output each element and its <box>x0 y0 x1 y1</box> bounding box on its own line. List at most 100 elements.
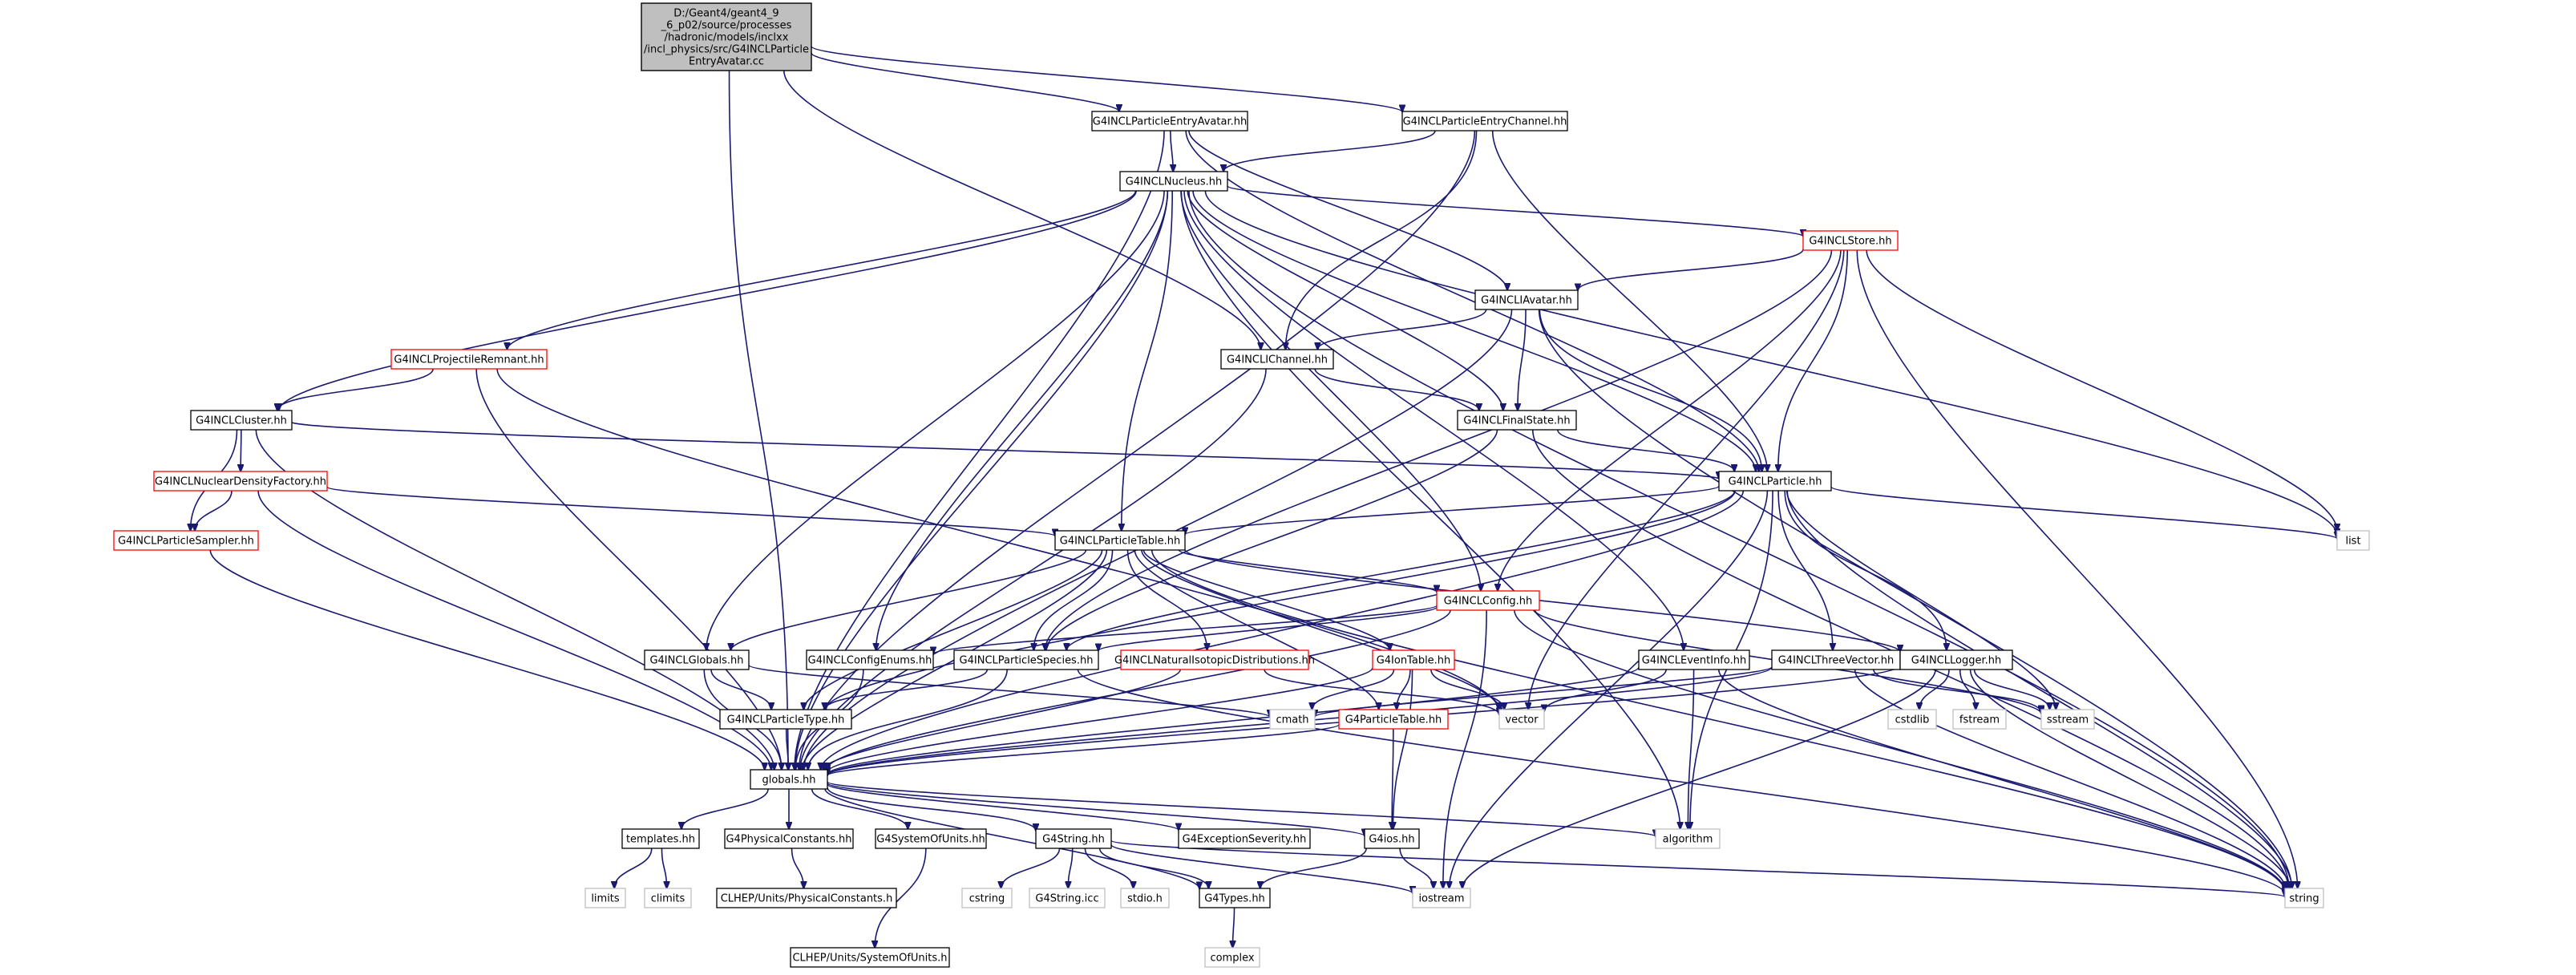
node-iavatar[interactable]: G4INCLIAvatar.hh <box>1474 289 1579 310</box>
node-box-ichannel <box>1220 349 1334 370</box>
edge-globals-to-algorithm <box>827 781 1656 836</box>
node-species[interactable]: G4INCLParticleSpecies.hh <box>953 649 1099 670</box>
node-nucdensity[interactable]: G4INCLNuclearDensityFactory.hh <box>153 471 328 492</box>
edge-eventinfo-to-globals <box>827 666 1640 775</box>
edge-nucleus-to-configenums <box>876 190 1169 650</box>
node-label-iavatar: G4INCLIAvatar.hh <box>1481 295 1572 307</box>
node-algorithm: algorithm <box>1655 828 1721 849</box>
node-iontable[interactable]: G4IonTable.hh <box>1372 649 1455 670</box>
edge-store-to-list <box>1866 249 2337 531</box>
edge-g4string-to-g4types <box>1098 848 1209 888</box>
node-box-ptable <box>1054 530 1186 551</box>
edge-ptable-to-species <box>1033 549 1114 650</box>
node-list: list <box>2336 530 2370 551</box>
dependency-edges <box>191 46 2337 948</box>
node-climits: climits <box>644 888 692 908</box>
edge-ptable-to-string <box>1151 549 2285 892</box>
node-ptable[interactable]: G4INCLParticleTable.hh <box>1054 530 1186 551</box>
node-ichannel[interactable]: G4INCLIChannel.hh <box>1220 349 1334 370</box>
edge-store-to-iavatar <box>1578 249 1804 290</box>
node-vector: vector <box>1498 709 1545 730</box>
node-label-cmath: cmath <box>1276 714 1308 726</box>
node-eventinfo[interactable]: G4INCLEventInfo.hh <box>1638 649 1750 670</box>
node-configenums[interactable]: G4INCLConfigEnums.hh <box>806 649 934 670</box>
node-finalstate[interactable]: G4INCLFinalState.hh <box>1457 410 1577 431</box>
node-label-physconst: G4PhysicalConstants.hh <box>726 834 851 846</box>
edge-store-to-particle <box>1778 249 1849 471</box>
node-label-g4ptable: G4ParticleTable.hh <box>1345 714 1442 726</box>
node-box-species <box>953 649 1099 670</box>
edge-particle-to-logger <box>1784 490 1947 650</box>
edge-ptype-to-globals <box>787 728 789 770</box>
node-box-cluster <box>190 410 293 431</box>
node-globals[interactable]: globals.hh <box>750 769 828 790</box>
edge-nucleus-to-store <box>1227 185 1803 237</box>
node-particle[interactable]: G4INCLParticle.hh <box>1718 471 1832 492</box>
node-templates[interactable]: templates.hh <box>621 828 700 849</box>
node-g4string[interactable]: G4String.hh <box>1035 828 1112 849</box>
node-label-inclglobals: G4INCLGlobals.hh <box>649 655 743 667</box>
edge-projremnant-to-cluster <box>277 368 434 411</box>
node-stdio: stdio.h <box>1120 888 1170 908</box>
node-box-sampler <box>113 530 259 551</box>
node-cluster[interactable]: G4INCLCluster.hh <box>190 410 293 431</box>
node-physconst[interactable]: G4PhysicalConstants.hh <box>724 828 854 849</box>
node-entrychannel[interactable]: G4INCLParticleEntryChannel.hh <box>1401 111 1568 131</box>
edge-nucdensity-to-ptable <box>326 486 1055 536</box>
edge-iontable-to-g4ios <box>1393 669 1413 829</box>
node-g4stringicc: G4String.icc <box>1029 888 1106 908</box>
node-nucleus[interactable]: G4INCLNucleus.hh <box>1119 171 1228 192</box>
node-box-exception <box>1178 828 1311 849</box>
edge-entrychannel-to-nucleus <box>1223 130 1436 172</box>
edge-nucleus-to-inclglobals <box>706 190 1165 650</box>
node-exception[interactable]: G4ExceptionSeverity.hh <box>1178 828 1311 849</box>
edge-nucleus-to-finalstate <box>1187 190 1503 411</box>
node-label-g4string: G4String.hh <box>1042 834 1105 846</box>
node-box-threevector <box>1771 649 1901 670</box>
node-label-complex: complex <box>1210 953 1254 965</box>
node-cstdlib: cstdlib <box>1887 709 1937 730</box>
edge-store-to-string <box>1856 249 2297 888</box>
node-config[interactable]: G4INCLConfig.hh <box>1436 590 1540 611</box>
node-label-root: /incl_physics/src/G4INCLParticle <box>644 44 809 56</box>
node-inclglobals[interactable]: G4INCLGlobals.hh <box>644 649 750 670</box>
node-root[interactable]: D:/Geant4/geant4_9_6_p02/source/processe… <box>641 2 812 71</box>
node-box-entrychannel <box>1401 111 1568 131</box>
node-store[interactable]: G4INCLStore.hh <box>1802 230 1899 251</box>
edge-nucleus-to-list <box>1204 190 2337 536</box>
edge-cluster-to-particle <box>291 421 1719 479</box>
node-entryavatar[interactable]: G4INCLParticleEntryAvatar.hh <box>1091 111 1248 131</box>
edge-entryavatar-to-iavatar <box>1188 130 1507 290</box>
edge-config-to-species <box>1098 606 1438 650</box>
node-g4types[interactable]: G4Types.hh <box>1199 888 1271 908</box>
node-label-projremnant: G4INCLProjectileRemnant.hh <box>394 354 544 366</box>
edge-logger-to-cstdlib <box>1919 669 1950 710</box>
node-natiso[interactable]: G4INCLNaturalIsotopicDistributions.hh <box>1114 649 1315 670</box>
node-label-g4stringicc: G4String.icc <box>1035 893 1098 905</box>
node-threevector[interactable]: G4INCLThreeVector.hh <box>1771 649 1901 670</box>
edge-natiso-to-vector <box>1264 669 1499 715</box>
node-sysunits[interactable]: G4SystemOfUnits.hh <box>875 828 987 849</box>
node-clhep_const[interactable]: CLHEP/Units/PhysicalConstants.h <box>716 888 897 908</box>
file-nodes: D:/Geant4/geant4_9_6_p02/source/processe… <box>113 2 2370 968</box>
node-box-clhep_const <box>716 888 897 908</box>
edge-ptable-to-vector <box>1141 549 1500 710</box>
node-box-sysunits <box>875 828 987 849</box>
node-box-g4types <box>1199 888 1271 908</box>
node-box-iavatar <box>1474 289 1579 310</box>
node-g4ios[interactable]: G4ios.hh <box>1364 828 1420 849</box>
edge-g4string-to-string <box>1110 839 2285 897</box>
edge-g4ios-to-g4types <box>1260 848 1368 888</box>
node-ptype[interactable]: G4INCLParticleType.hh <box>719 709 852 730</box>
node-box-globals <box>750 769 828 790</box>
node-projremnant[interactable]: G4INCLProjectileRemnant.hh <box>390 349 548 370</box>
edge-globals-to-g4string <box>827 787 1036 831</box>
edge-iontable-to-globals <box>827 667 1373 772</box>
node-box-iostream <box>1412 888 1471 908</box>
node-label-sstream: sstream <box>2047 714 2089 726</box>
node-g4ptable[interactable]: G4ParticleTable.hh <box>1338 709 1449 730</box>
node-sampler[interactable]: G4INCLParticleSampler.hh <box>113 530 259 551</box>
node-logger[interactable]: G4INCLLogger.hh <box>1899 649 2013 670</box>
node-clhep_units[interactable]: CLHEP/Units/SystemOfUnits.h <box>790 947 950 968</box>
node-box-inclglobals <box>644 649 750 670</box>
